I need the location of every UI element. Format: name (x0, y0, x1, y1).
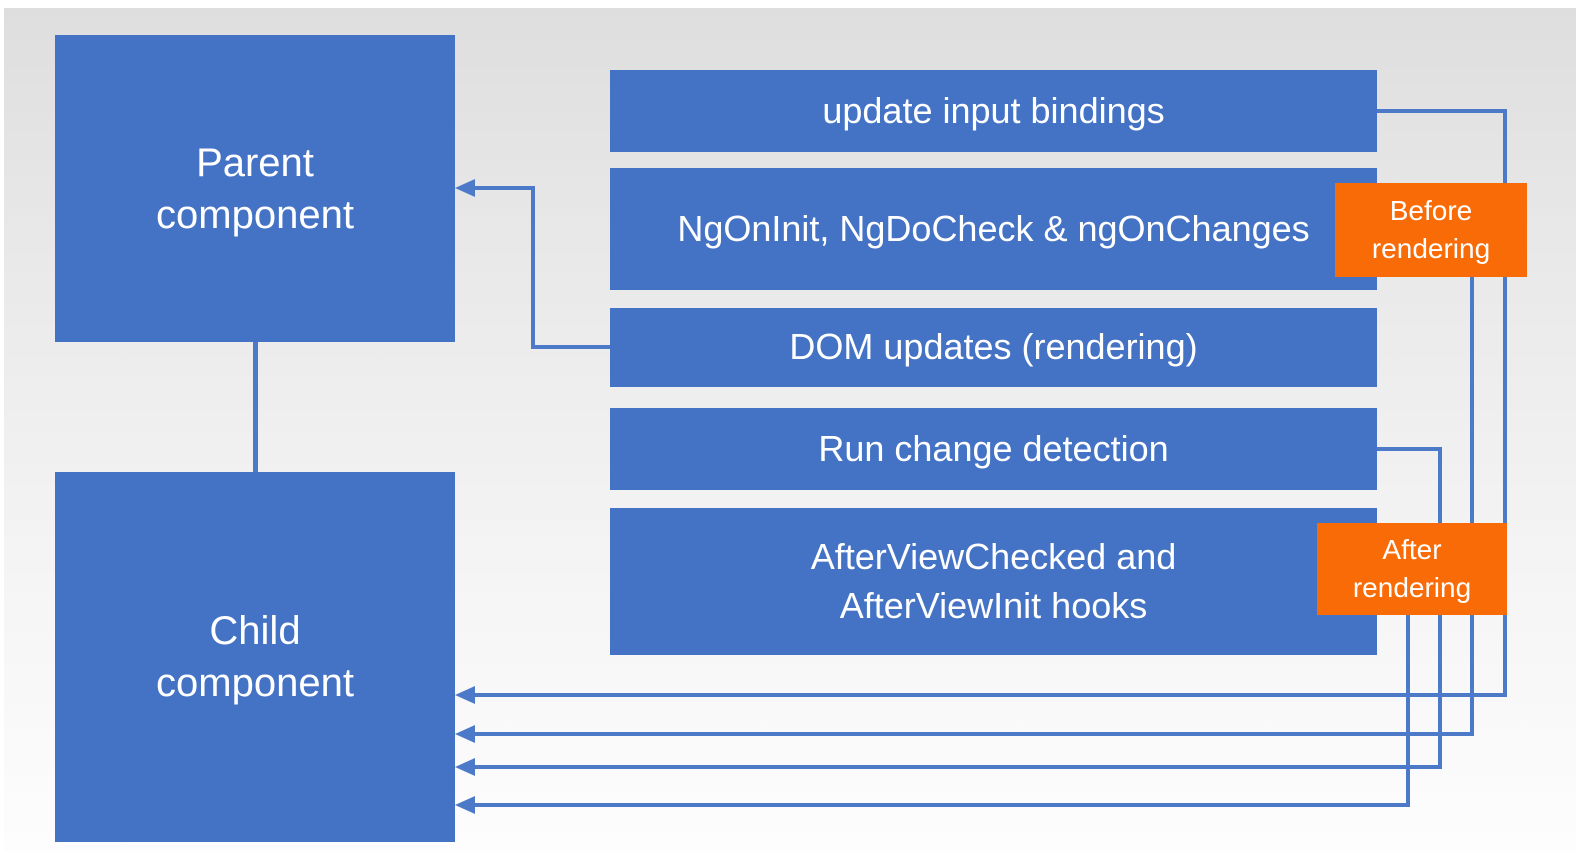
connector-afterview-to-child-segment (1406, 579, 1410, 807)
connector-change-detection-to-child-segment (472, 765, 1442, 769)
before-rendering-badge: Before rendering (1335, 183, 1527, 277)
step-init-hooks-box: NgOnInit, NgDoCheck & ngOnChanges (610, 168, 1377, 290)
arrowhead-left-icon (455, 758, 475, 776)
child-component-label: Child component (156, 609, 354, 705)
connector-afterview-to-child-segment (472, 803, 1410, 807)
arrowhead-left-icon (455, 179, 475, 197)
connector-change-detection-to-child-segment (1377, 447, 1442, 451)
parent-component-box: Parent component (55, 35, 455, 342)
connector-dom-to-parent-segment (472, 186, 535, 190)
step-update-input-bindings-label: update input bindings (822, 89, 1165, 131)
before-rendering-label: Before rendering (1371, 195, 1491, 264)
step-run-change-detection-box: Run change detection (610, 408, 1377, 490)
step-dom-updates-box: DOM updates (rendering) (610, 308, 1377, 387)
connector-dom-to-parent-segment (531, 186, 535, 349)
connector-init-hooks-to-child-segment (1470, 227, 1474, 736)
after-rendering-badge: After rendering (1317, 523, 1507, 615)
step-afterview-hooks-label: AfterViewChecked and AfterViewInit hooks (810, 535, 1177, 626)
step-dom-updates-label: DOM updates (rendering) (789, 326, 1198, 368)
arrowhead-left-icon (455, 725, 475, 743)
connector-dom-to-parent-segment (531, 345, 610, 349)
arrowhead-left-icon (455, 686, 475, 704)
step-update-input-bindings-box: update input bindings (610, 70, 1377, 152)
arrowhead-left-icon (455, 796, 475, 814)
connector-update-bindings-to-child-segment (472, 693, 1507, 697)
connector-update-bindings-to-child-segment (1377, 109, 1507, 113)
step-init-hooks-label: NgOnInit, NgDoCheck & ngOnChanges (677, 207, 1310, 249)
child-component-box: Child component (55, 472, 455, 842)
after-rendering-label: After rendering (1352, 534, 1472, 603)
step-run-change-detection-label: Run change detection (818, 427, 1169, 469)
step-afterview-hooks-box: AfterViewChecked and AfterViewInit hooks (610, 508, 1377, 655)
parent-component-label: Parent component (156, 140, 354, 237)
connector-init-hooks-to-child-segment (472, 732, 1474, 736)
connector-parent-child (253, 342, 258, 472)
connector-update-bindings-to-child-segment (1503, 109, 1507, 697)
